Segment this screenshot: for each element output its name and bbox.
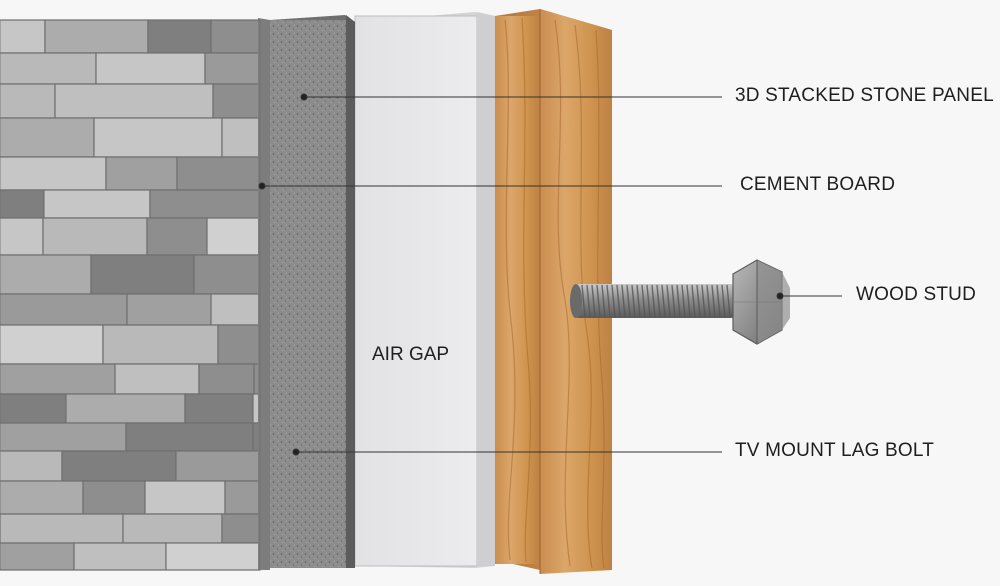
stone-tile [0,480,84,515]
stone-tile [198,363,255,395]
stone-tile [0,156,107,191]
stone-tile [61,450,177,482]
stone-tile [65,393,186,424]
wood-stud-layer [495,9,612,574]
stone-tile [0,83,56,119]
stone-tile [105,156,178,191]
label-wood-stud: WOOD STUD [856,284,977,305]
stone-tile [54,83,214,119]
stone-tile [221,117,261,158]
stone-tile [212,83,261,119]
stone-tile [0,217,44,256]
stone-tile [0,189,45,219]
stone-tile [149,189,261,219]
stone-tile [217,324,261,365]
stone-tile [221,513,261,544]
stone-tile [210,19,261,54]
stone-tile [0,117,95,158]
stone-tile [165,542,261,571]
label-air-gap: AIR GAP [372,344,450,365]
stone-tile [93,117,223,158]
stone-tile [102,324,219,365]
stone-tile [0,324,104,365]
stone-tile [210,293,261,326]
stone-tile [0,513,124,544]
stone-tile [224,480,261,515]
stone-tile [0,363,116,395]
stone-tile [175,450,261,482]
stone-panel-layer [0,18,270,571]
stone-tile [204,52,261,85]
stone-tile [125,422,254,452]
stone-tile [44,19,149,54]
stone-tile [0,19,46,54]
stone-tile [144,480,226,515]
stone-tile [0,293,128,326]
stone-tile [90,254,195,295]
stone-tile [0,422,127,452]
stone-tile [0,393,67,424]
stone-tile [184,393,254,424]
leader-lines [258,93,842,456]
stone-tile [0,254,92,295]
stone-tile [122,513,223,544]
label-cement-board: CEMENT BOARD [740,174,896,195]
stone-tile [147,19,212,54]
stone-tile [95,52,206,85]
stone-tile [73,542,167,571]
stone-tile [42,217,148,256]
stone-tile [176,156,261,191]
stone-tile [193,254,261,295]
stone-tile [0,450,63,482]
stone-tile [0,52,97,85]
stone-tile [114,363,200,395]
stone-tile [146,217,208,256]
stone-tile [0,542,75,571]
air-gap-layer [354,12,495,568]
stone-tile [82,480,146,515]
stone-tile [206,217,261,256]
stone-tile [126,293,212,326]
label-stone-panel: 3D STACKED STONE PANEL [735,85,994,106]
cement-board-layer [270,15,355,568]
label-lag-bolt: TV MOUNT LAG BOLT [735,440,935,461]
lag-bolt [570,259,790,345]
stone-tile [43,189,151,219]
